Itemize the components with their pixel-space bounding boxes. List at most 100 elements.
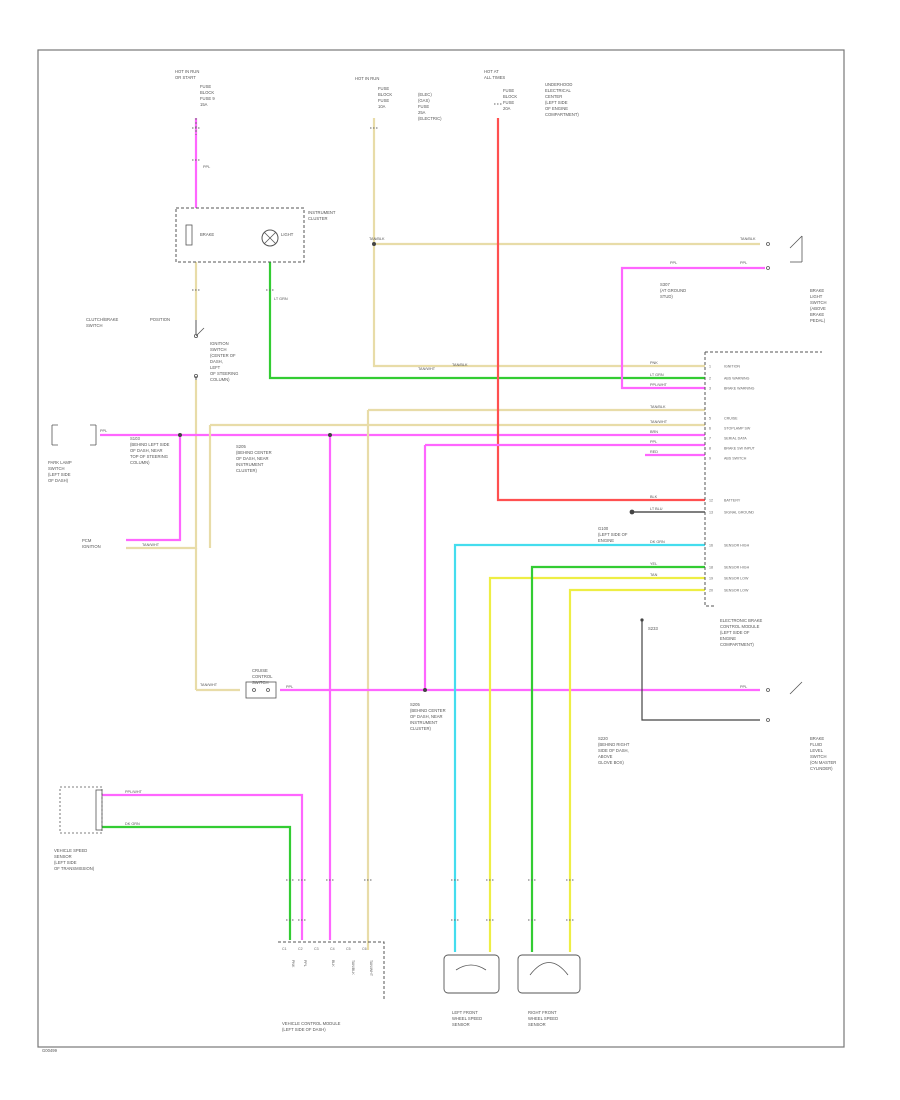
splice-low-2: (BEHIND CENTER: [410, 708, 446, 713]
module-pin-wire-label: RED: [650, 450, 658, 454]
wire-label-pink-main: PPL: [203, 165, 210, 169]
module-pin-wire-label: PPL: [650, 440, 657, 444]
wire-tan-fuse: [372, 118, 705, 368]
diagram-border: [37, 49, 845, 1048]
tcm-2: (LEFT SIDE OF DASH): [282, 1027, 326, 1032]
cruise-2: CONTROL: [252, 674, 273, 679]
module-pin-wire-label: DK GRN: [650, 540, 665, 544]
module-pin-label: SENSOR LOW: [724, 577, 749, 581]
fluid-5: (ON MASTER: [810, 760, 836, 765]
fuse-left-2: BLOCK: [200, 90, 214, 95]
rf-sensor-1: RIGHT FRONT: [528, 1010, 557, 1015]
rf-wheel-sensor: [517, 954, 581, 994]
ground-note-2: (LEFT SIDE OF: [598, 532, 628, 537]
module-pin-number: 3: [709, 387, 711, 391]
stoplamp-5: GLOVE BOX): [598, 760, 624, 765]
cruise-switch: [245, 681, 277, 699]
module-pin-label: CRUISE: [724, 417, 738, 421]
wire-label-green-cluster: LT GRN: [274, 297, 288, 301]
vss-4: OF TRANSMISSION): [54, 866, 95, 871]
junction-4: (LEFT SIDE: [545, 100, 568, 105]
wire-pink-vss: [102, 793, 304, 940]
park-lamp-4: OF DASH): [48, 478, 69, 483]
cluster-title-2: CLUSTER: [308, 216, 328, 221]
splice-low-5: CLUSTER): [410, 726, 432, 731]
module-pin-wire-label: YEL: [650, 562, 657, 566]
wire-label-pink-hood-2: PPL: [740, 261, 747, 265]
module-pin-number: 5: [709, 417, 711, 421]
lf-sensor-3: SENSOR: [452, 1022, 470, 1027]
module-pin-label: BATTERY: [724, 499, 741, 503]
lf-wheel-sensor: [443, 954, 500, 994]
brake-lamp-icon: [261, 229, 279, 247]
fuse-left-4: 15A: [200, 102, 208, 107]
connector-code: C4: [330, 947, 335, 951]
fuse-mid-2: BLOCK: [378, 92, 392, 97]
splice-1: S103: [130, 436, 140, 441]
junction-6: COMPARTMENT): [545, 112, 579, 117]
wire-green-vss: [102, 825, 292, 940]
module-pin-number: 18: [709, 566, 713, 570]
module-pin-wire-label: BRN: [650, 430, 658, 434]
wire-green-cluster: [268, 262, 705, 380]
module-pin-label: STOPLAMP SW: [724, 427, 751, 431]
splice-low-4: INSTRUMENT: [410, 720, 438, 725]
fuse-left-1: FUSE: [200, 84, 211, 89]
splice-5: COLUMN): [130, 460, 150, 465]
park-lamp-switch: [51, 424, 97, 446]
splice-3: OF DASH, NEAR: [130, 448, 163, 453]
ignition-2: SWITCH: [210, 347, 227, 352]
wire-label-tan-brake: TAN/BLK: [740, 237, 756, 241]
brake-switch-3: SWITCH: [810, 300, 827, 305]
module-pin-wire-label: PNK: [650, 361, 658, 365]
splice2-3: OF DASH, NEAR: [236, 456, 269, 461]
wire-label-tan-top: TAN/BLK: [369, 237, 385, 241]
instrument-cluster: INSTRUMENT CLUSTER BRAKE LIGHT: [175, 207, 336, 263]
connector-code: C1: [282, 947, 287, 951]
module-pin-number: 8: [709, 447, 711, 451]
brake-switch-2: LIGHT: [810, 294, 823, 299]
splice-low-1: S205: [410, 702, 420, 707]
electronic-brake-control-module: [704, 351, 822, 607]
vehicle-speed-sensor: [59, 786, 103, 834]
splice2-2: (BEHIND CENTER: [236, 450, 272, 455]
park-lamp-1: PARK LAMP: [48, 460, 72, 465]
bottom-pin-label: TAN/WHT: [369, 960, 373, 977]
hot-left-2: OR START: [175, 75, 196, 80]
bottom-pin-label: PPL: [303, 960, 307, 967]
hot-right-2: ALL TIMES: [484, 75, 505, 80]
s307-3: STUD): [660, 294, 673, 299]
module-pin-number: 6: [709, 427, 711, 431]
module-pin-wire-label: TAN/WHT: [650, 420, 668, 424]
fluid-2: FLUID: [810, 742, 822, 747]
module-4: ENGINE: [720, 636, 736, 641]
splice-ground: [629, 509, 635, 515]
fluid-1: BRAKE: [810, 736, 824, 741]
rf-sensor-3: SENSOR: [528, 1022, 546, 1027]
s307-2: (AT GROUND: [660, 288, 686, 293]
stoplamp-3: SIDE OF DASH,: [598, 748, 629, 753]
junction-2: ELECTRICAL: [545, 88, 572, 93]
bottom-pin-label: PNK: [291, 960, 295, 968]
module-pin-label: SERIAL DATA: [724, 437, 747, 441]
ignition-7: COLUMN): [210, 377, 230, 382]
cluster-title-1: INSTRUMENT: [308, 210, 336, 215]
tiny-s: S233: [648, 626, 658, 631]
ignition-5: LEFT: [210, 365, 221, 370]
module-pin-wire-label: TAN: [650, 573, 658, 577]
park-lamp-3: (LEFT SIDE: [48, 472, 71, 477]
wire-label-pink-vss: PPL/WHT: [125, 790, 143, 794]
module-pin-wire-label: TAN/BLK: [650, 405, 666, 409]
module-pin-wire-label: LT BLU: [650, 507, 663, 511]
junction-5: OF ENGINE: [545, 106, 568, 111]
splice-g100: [640, 618, 644, 622]
rf-sensor-2: WHEEL SPEED: [528, 1016, 558, 1021]
wire-label-tan-fuse: TAN/WHT: [418, 367, 436, 371]
wire-label-tan-left: TAN/WHT: [142, 543, 160, 547]
brake-fluid-switch: [766, 681, 803, 722]
fuse-right-2: BLOCK: [503, 94, 517, 99]
module-pin-label: IGNITION: [724, 365, 740, 369]
module-pin-label: SIGNAL GROUND: [724, 511, 754, 515]
connector-code: C3: [314, 947, 319, 951]
